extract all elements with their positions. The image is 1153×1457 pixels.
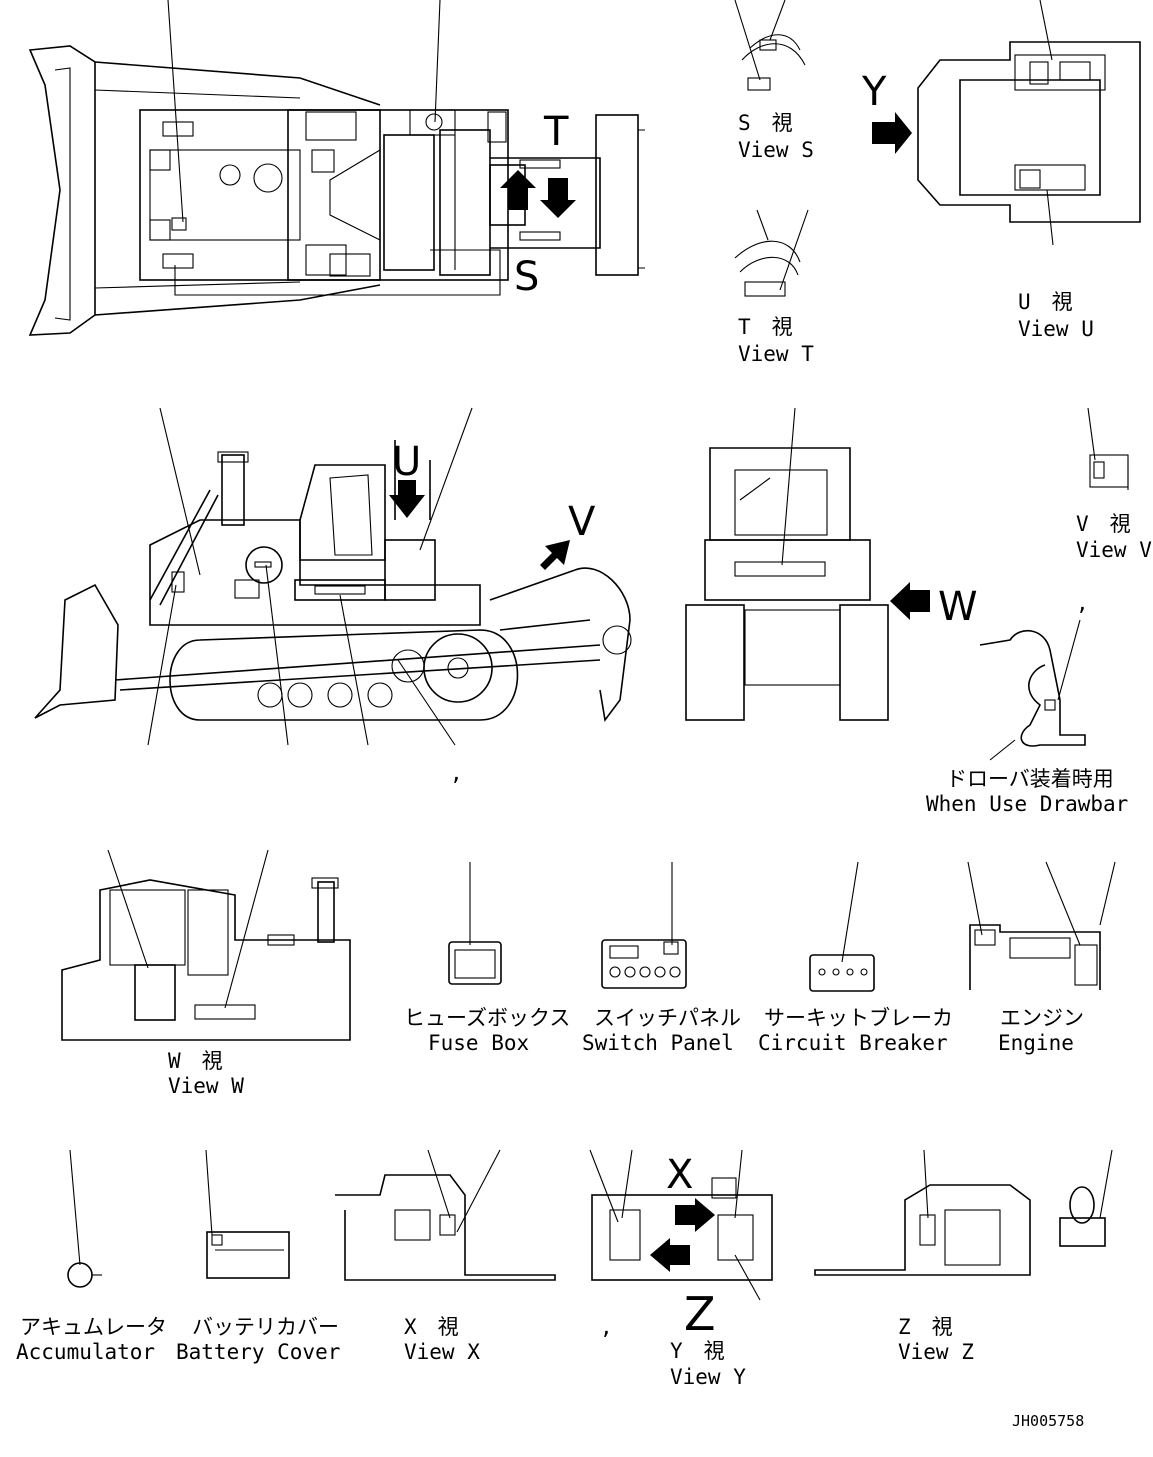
side-view: U V , [34,407,632,785]
fuse-box-label-en: Fuse Box [428,1031,529,1055]
view-s-detail: S 視 View S [734,0,814,162]
view-w-label-jp: W 視 [168,1049,223,1073]
switch-panel-label-jp: スイッチパネル [594,1006,741,1030]
battery-cover-label-jp: バッテリカバー [192,1315,339,1339]
view-w-label-en: View W [168,1074,244,1098]
view-v-label-en: View V [1076,538,1152,562]
accumulator-detail: アキュムレータ Accumulator [16,1149,167,1364]
switch-panel-label-en: Switch Panel [582,1031,734,1055]
view-u-label-jp: U 視 [1018,290,1073,314]
drawbar-detail: , ドローバ装着時用 When Use Drawbar [926,591,1128,816]
drawing-number: JH005758 [1012,1412,1084,1430]
circuit-breaker-label-en: Circuit Breaker [758,1031,948,1055]
drawbar-comma: , [1076,591,1089,615]
fuse-box-detail: ヒューズボックス Fuse Box [404,862,570,1055]
view-letter-w: W [938,584,978,630]
side-view-comma: , [450,761,463,785]
view-u-detail: Y U 視 View U [861,0,1141,341]
view-letter-t: T [543,109,569,155]
view-v-detail: V 視 View V [1076,407,1152,562]
circuit-breaker-detail: サーキットブレーカ Circuit Breaker [758,861,953,1055]
drawbar-label-en: When Use Drawbar [926,792,1128,816]
view-x-label-en: View X [404,1340,480,1364]
rear-view: W [685,407,978,721]
top-plan-view: S T [28,0,645,336]
switch-panel-detail: スイッチパネル Switch Panel [582,862,741,1055]
view-t-detail: T 視 View T [734,209,814,366]
accumulator-label-jp: アキュムレータ [20,1315,167,1339]
view-t-label-jp: T 視 [738,315,793,339]
view-y-comma: , [600,1315,613,1339]
view-y-label-en: View Y [670,1365,746,1389]
view-z-detail: Z 視 View Z [814,1149,1113,1364]
view-z-label-en: View Z [898,1340,974,1364]
view-w-detail: W 視 View W [61,849,351,1098]
engine-label-en: Engine [998,1031,1074,1055]
view-y-label-jp: Y 視 [670,1339,725,1363]
view-x-detail: X 視 View X [335,1149,556,1364]
view-s-label-jp: S 視 [738,111,793,135]
battery-cover-label-en: Battery Cover [176,1340,340,1364]
view-letter-z: Z [684,1287,716,1341]
view-letter-s: S [514,254,539,300]
view-t-label-en: View T [738,342,814,366]
circuit-breaker-label-jp: サーキットブレーカ [764,1006,953,1030]
battery-cover-detail: バッテリカバー Battery Cover [176,1149,340,1364]
accumulator-label-en: Accumulator [16,1340,155,1364]
view-x-label-jp: X 視 [404,1315,459,1339]
view-y-detail: X , Z Y 視 View Y [589,1149,773,1389]
view-letter-v: V [568,499,596,545]
view-letter-u: U [392,439,421,485]
fuse-box-label-jp: ヒューズボックス [404,1006,570,1030]
engine-label-jp: エンジン [1000,1006,1084,1030]
view-letter-y: Y [861,69,887,115]
view-u-label-en: View U [1018,317,1094,341]
view-v-label-jp: V 視 [1076,512,1131,536]
view-s-label-en: View S [738,138,814,162]
view-letter-x: X [666,1152,693,1198]
drawbar-label-jp: ドローバ装着時用 [946,767,1114,791]
view-z-label-jp: Z 視 [898,1315,953,1339]
engine-detail: エンジン Engine [967,861,1116,1055]
